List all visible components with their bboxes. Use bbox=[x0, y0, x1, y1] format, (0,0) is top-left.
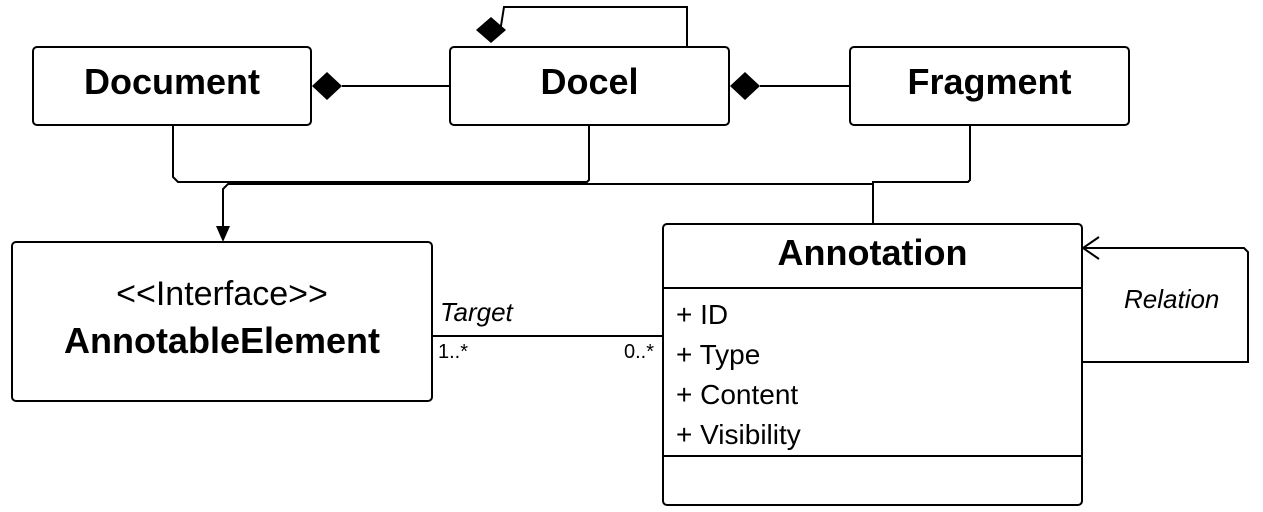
annotation-class-name: Annotation bbox=[777, 232, 968, 273]
attribute-type: + Type bbox=[676, 339, 761, 370]
docel-self-composition-diamond bbox=[476, 17, 506, 43]
fragment-annotation-realization-line bbox=[222, 126, 971, 228]
relation-association-line bbox=[1083, 247, 1249, 363]
annotable-element-arrowhead bbox=[216, 226, 230, 242]
document-realization-line bbox=[172, 126, 590, 183]
document-class: Document bbox=[32, 46, 312, 126]
relation-role-label: Relation bbox=[1124, 284, 1220, 314]
target-target-multiplicity: 0..* bbox=[624, 341, 655, 363]
annotable-element-class-name: AnnotableElement bbox=[63, 320, 381, 361]
annotation-operations-divider bbox=[664, 455, 1081, 457]
docel-class: Docel bbox=[449, 46, 730, 126]
document-composition-diamond bbox=[312, 72, 342, 100]
document-class-name: Document bbox=[83, 61, 260, 102]
annotation-class: Annotation + ID + Type + Content + Visib… bbox=[662, 223, 1083, 506]
docel-self-composition-line bbox=[499, 6, 688, 46]
interface-stereotype: <<Interface>> bbox=[116, 275, 328, 313]
attribute-visibility: + Visibility bbox=[676, 419, 801, 450]
annotable-element-interface: <<Interface>> AnnotableElement bbox=[11, 241, 433, 402]
docel-class-name: Docel bbox=[540, 61, 639, 102]
annotation-name-divider bbox=[664, 287, 1081, 289]
annotation-attribute-list: + ID + Type + Content + Visibility bbox=[676, 295, 801, 455]
target-source-multiplicity: 1..* bbox=[438, 341, 469, 363]
attribute-content: + Content bbox=[676, 379, 799, 410]
attribute-id: + ID bbox=[676, 299, 729, 330]
docel-composition-diamond bbox=[730, 72, 760, 100]
fragment-class-name: Fragment bbox=[907, 61, 1072, 102]
fragment-class: Fragment bbox=[849, 46, 1130, 126]
target-role-label: Target bbox=[440, 297, 513, 327]
relation-arrowhead bbox=[1081, 236, 1100, 260]
